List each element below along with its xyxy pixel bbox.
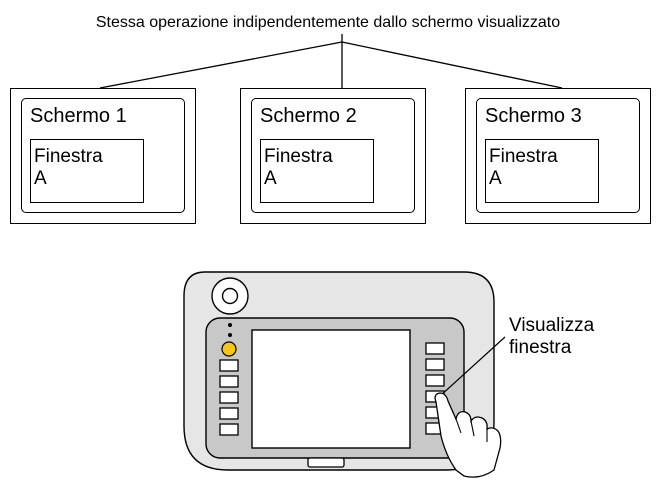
callout-label-line2: finestra	[509, 337, 572, 358]
left-key-3	[219, 391, 239, 404]
left-key-5	[219, 423, 239, 436]
left-key-2	[219, 375, 239, 388]
screen-3-window-line2: A	[489, 168, 502, 189]
emergency-stop-center	[221, 287, 239, 305]
callout-label-line1: Visualizza	[509, 315, 595, 336]
connector-to-screen-1	[99, 41, 343, 89]
screen-1-panel: Schermo 1 Finestra A	[10, 88, 196, 224]
screen-1-window-line2: A	[34, 168, 47, 189]
screen-3-title: Schermo 3	[485, 105, 582, 127]
right-key-2	[425, 358, 445, 371]
right-key-1	[425, 342, 445, 355]
diagram-caption: Stessa operazione indipendentemente dall…	[95, 14, 561, 31]
screen-2-frame: Schermo 2 Finestra A	[251, 98, 415, 213]
callout-label: Visualizza finestra	[509, 315, 594, 359]
pointing-hand-icon	[434, 392, 502, 478]
bottom-slot	[307, 457, 345, 468]
screen-3-frame: Schermo 3 Finestra A	[476, 98, 640, 213]
status-dot-2	[228, 333, 232, 337]
screen-3-panel: Schermo 3 Finestra A	[465, 88, 651, 224]
callout-leader-line	[439, 336, 506, 397]
screen-2-window-line2: A	[264, 168, 277, 189]
connector-to-screen-3	[341, 41, 563, 89]
screen-2-window-line1: Finestra	[264, 146, 333, 167]
screen-3-window: Finestra A	[485, 139, 599, 203]
connector-lines	[99, 34, 563, 89]
screen-1-frame: Schermo 1 Finestra A	[21, 98, 185, 213]
screen-2-title: Schermo 2	[260, 105, 357, 127]
indicator-led	[221, 341, 237, 357]
screen-1-window: Finestra A	[30, 139, 144, 203]
left-key-1	[219, 359, 239, 372]
screen-2-window: Finestra A	[260, 139, 374, 203]
left-key-4	[219, 407, 239, 420]
terminal-display	[251, 329, 411, 449]
screen-1-window-line1: Finestra	[34, 146, 103, 167]
screen-3-window-line1: Finestra	[489, 146, 558, 167]
right-key-3	[425, 374, 445, 387]
status-dot-1	[228, 323, 232, 327]
screen-2-panel: Schermo 2 Finestra A	[240, 88, 426, 224]
screen-1-title: Schermo 1	[30, 105, 127, 127]
